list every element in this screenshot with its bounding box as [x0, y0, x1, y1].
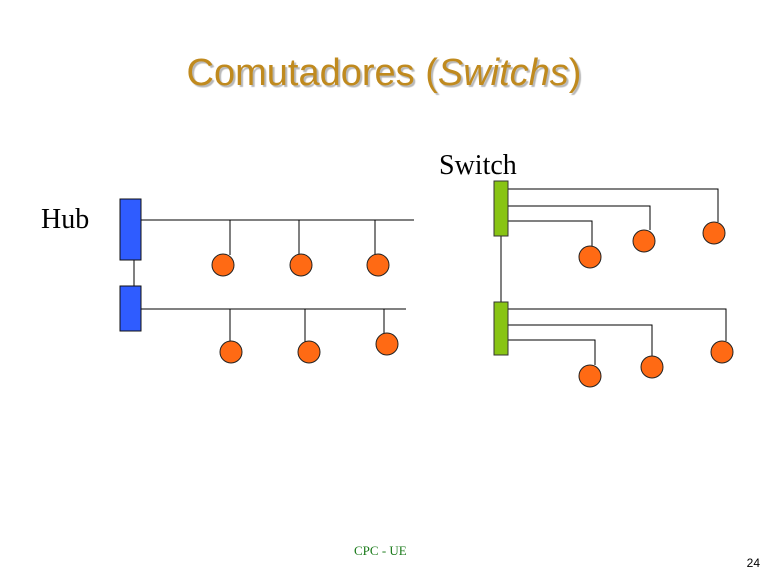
hub-node-6: [375, 332, 399, 356]
switch1-line-1: [508, 188, 719, 222]
switch2-line-3: [508, 339, 596, 365]
switch-node-5: [640, 355, 664, 379]
switch-node-3: [702, 221, 726, 245]
footer-text: CPC - UE: [354, 543, 407, 558]
switch2-line-2: [508, 324, 653, 356]
hub-node-3: [366, 253, 390, 277]
switch-label: Switch: [439, 150, 517, 181]
switch1-line-2: [508, 205, 651, 230]
hub-node-5: [297, 340, 321, 364]
hub-label: Hub: [41, 204, 90, 235]
connection-lines: [133, 188, 727, 365]
switch-node-1: [578, 245, 602, 269]
hub-device-1: [119, 198, 142, 261]
switch-device-1: [493, 180, 509, 237]
title-close: ): [568, 52, 582, 94]
slide-title: Comutadores (Switchs): [0, 52, 768, 95]
title-italic: Switchs: [437, 52, 569, 94]
switch1-line-3: [508, 220, 593, 246]
hub-node-1: [211, 253, 235, 277]
switch-device-2: [493, 301, 509, 356]
nodes: [211, 221, 734, 388]
switch2-line-1: [508, 308, 727, 341]
hub-node-4: [219, 340, 243, 364]
page-number: 24: [746, 556, 760, 570]
hub-device-2: [119, 285, 142, 332]
hub-node-2: [289, 253, 313, 277]
switch-node-2: [632, 229, 656, 253]
title-main: Comutadores (: [186, 52, 438, 94]
switch-node-6: [710, 340, 734, 364]
switch-node-4: [578, 364, 602, 388]
